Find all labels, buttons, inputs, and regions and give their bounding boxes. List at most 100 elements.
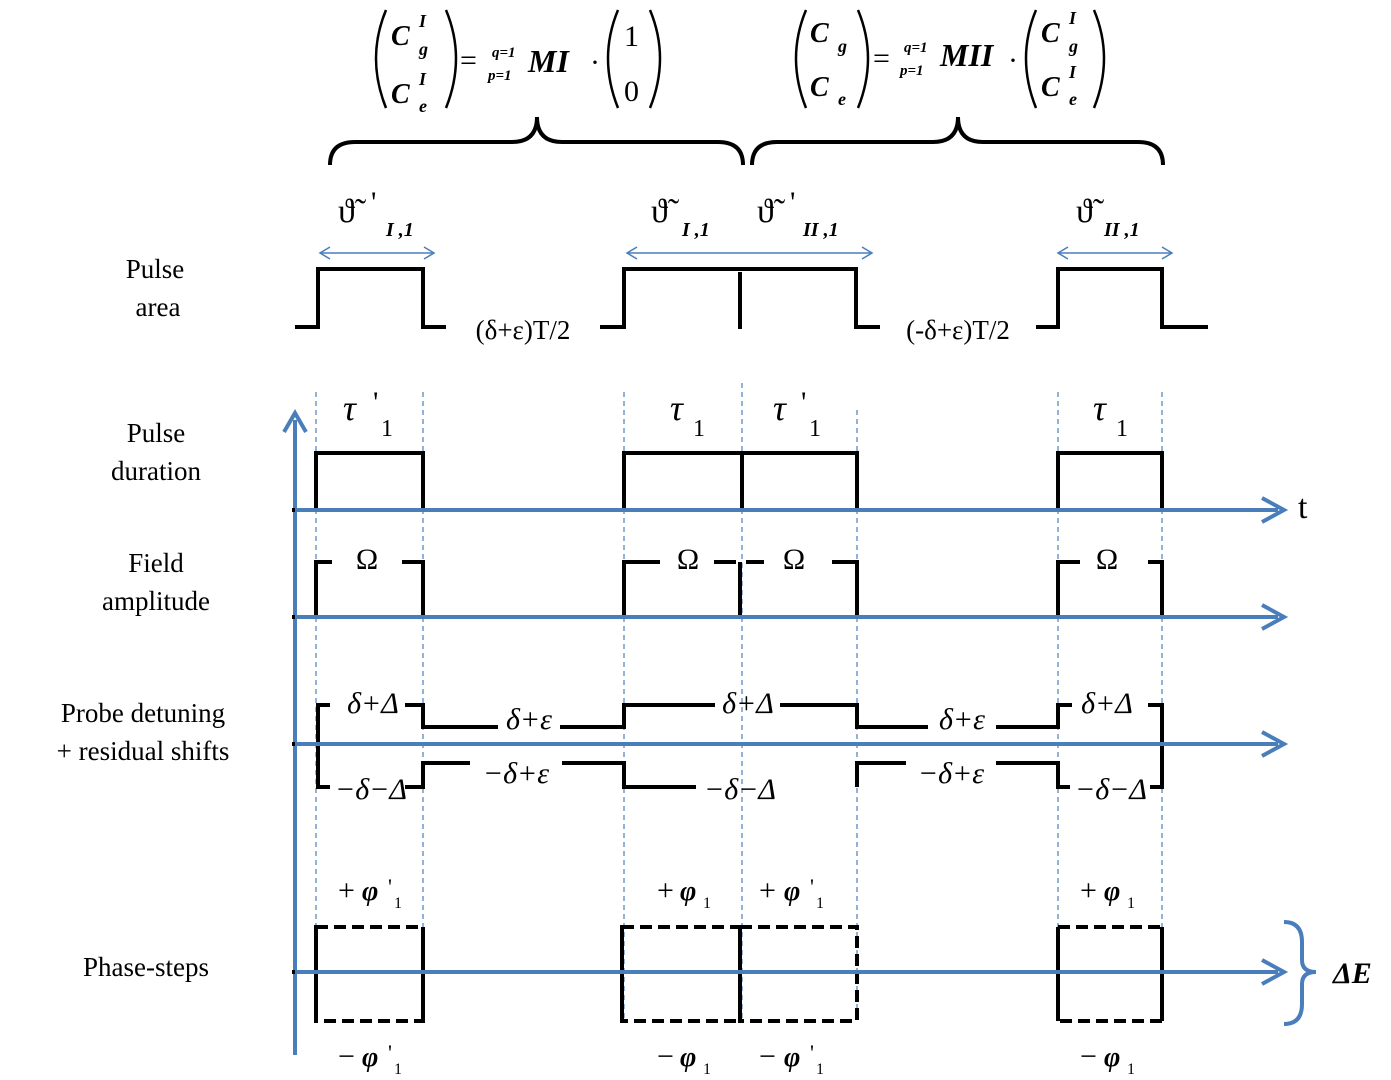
phase-prime-plus-1: ' — [388, 874, 392, 899]
eq-left-lhs-top: C — [391, 21, 410, 52]
label-field-amplitude-line1: Field — [128, 548, 184, 578]
phase-index-minus-3: 1 — [816, 1061, 824, 1078]
gap-left-label: (δ+ε)T/2 — [476, 315, 571, 345]
phase-plus-2: + — [657, 874, 674, 907]
paren-right-close — [856, 9, 870, 109]
area-pulse-3 — [1036, 267, 1208, 329]
eq-right-rhs-bot-sub: e — [1069, 89, 1077, 109]
phase-prime-minus-3: ' — [810, 1040, 814, 1065]
paren-left-open — [374, 9, 388, 109]
tau-prime-1-a-index: 1 — [381, 416, 393, 442]
eq-right-rhs-bot: C — [1041, 72, 1060, 103]
eq-left-prod-top: q=1 — [492, 45, 516, 61]
omega-3: Ω — [783, 543, 805, 576]
phase-steps-row: + φ ' 1 + φ 1 + φ ' 1 + φ 1 − φ ' 1 − φ … — [292, 874, 1372, 1078]
detuning-lower-label-3: −δ−Δ — [1075, 773, 1147, 806]
eq-right-matrix: MII — [939, 37, 995, 73]
amp-pulse-1-left — [292, 560, 332, 619]
phase-phi-plus-1: φ — [362, 876, 378, 907]
detuning-upper-2 — [560, 703, 715, 729]
arrow-theta-II — [1056, 246, 1174, 260]
pulse-area-row: ϑ̃ ' I ,1 ϑ̃ I ,1 ϑ̃ ' II ,1 ϑ̃ II ,1 (δ… — [295, 186, 1208, 345]
phase-index-plus-1: 1 — [394, 895, 402, 912]
theta-II-symbol: ϑ̃ — [1076, 193, 1105, 230]
omega-4: Ω — [1096, 543, 1118, 576]
phase-prime-plus-3: ' — [810, 874, 814, 899]
eq-left-lhs-top-sub: g — [418, 39, 428, 59]
detuning-upper-label-1: δ+Δ — [347, 687, 399, 720]
tau-1-a: τ — [670, 388, 684, 428]
detuning-lower-1 — [405, 761, 470, 789]
eq-left-prod-bot: p=1 — [486, 68, 512, 84]
phase-phi-minus-2: φ — [680, 1042, 696, 1073]
detuning-lower-2 — [562, 761, 696, 789]
eq-right-rhs-top: C — [1041, 18, 1060, 49]
phase-index-plus-2: 1 — [703, 895, 711, 912]
amp-pulse-1-right — [402, 560, 660, 619]
eq-right-prod-top: q=1 — [904, 40, 928, 56]
eq-left-lhs-bot: C — [391, 79, 410, 110]
phase-minus-4: − — [1080, 1040, 1097, 1073]
detuning-axis-arrow — [1261, 730, 1289, 758]
amplitude-axis-arrow — [1261, 603, 1289, 631]
label-pulse-area-line2: area — [136, 292, 181, 322]
equation-left: C I g C I e = q=1 p=1 MI · 1 0 — [374, 9, 662, 116]
row-labels: Pulse area Pulse duration Field amplitud… — [57, 254, 230, 982]
label-probe-detuning-line2: + residual shifts — [57, 736, 230, 766]
detuning-gap-lower-2: −δ+ε — [918, 757, 984, 790]
arrow-theta-I-theta-prime-II — [625, 246, 874, 260]
probe-detuning-row: δ+Δ δ+ε δ+Δ δ+ε δ+Δ −δ−Δ −δ+ε −δ−Δ −δ+ε … — [292, 687, 1289, 806]
detuning-gap-lower-1: −δ+ε — [483, 757, 549, 790]
phase-phi-plus-4: φ — [1104, 876, 1120, 907]
area-pulse-1 — [295, 267, 446, 329]
detuning-upper-3 — [780, 703, 928, 729]
energy-brace — [1283, 920, 1317, 1026]
omega-1: Ω — [356, 543, 378, 576]
field-amplitude-row: Ω Ω Ω Ω — [292, 543, 1289, 631]
phase-plus-1: + — [338, 874, 355, 907]
eq-right-lhs-bot-sub: e — [838, 89, 846, 109]
eq-right-lhs-top: C — [810, 18, 829, 49]
label-probe-detuning-line1: Probe detuning — [61, 698, 225, 728]
tau-prime-1-b: τ — [773, 388, 787, 428]
area-pulse-2 — [600, 267, 880, 329]
theta-II-index: II ,1 — [1103, 219, 1140, 241]
theta-prime-II-index: II ,1 — [802, 219, 839, 241]
phase-index-plus-3: 1 — [816, 895, 824, 912]
tau-prime-1-b-prime: ' — [801, 386, 806, 419]
label-phase-steps: Phase-steps — [83, 952, 209, 982]
detuning-gap-upper-1: δ+ε — [506, 703, 552, 736]
paren-left-vec-open — [606, 9, 620, 109]
phase-index-plus-4: 1 — [1127, 895, 1135, 912]
detuning-lower-4 — [996, 761, 1070, 789]
paren-right-vec-close — [1092, 9, 1106, 109]
brace-right — [750, 116, 1165, 166]
equation-right: C g C e = q=1 p=1 MII · C I g C I e — [794, 8, 1106, 109]
arrow-theta-prime-I — [318, 246, 436, 260]
phase-phi-minus-4: φ — [1104, 1042, 1120, 1073]
paren-right-open — [794, 9, 808, 109]
eq-left-lhs-bot-sup: I — [418, 69, 427, 89]
paren-right-vec-open — [1024, 9, 1038, 109]
phase-minus-1: − — [338, 1040, 355, 1073]
eq-right-lhs-top-sub: g — [837, 36, 847, 56]
amp-pulse-3-right — [832, 560, 1080, 619]
phase-plus-3: + — [759, 874, 776, 907]
omega-2: Ω — [677, 543, 699, 576]
time-axis-label: t — [1298, 489, 1308, 526]
detuning-lower-3 — [855, 761, 906, 787]
phase-index-minus-4: 1 — [1127, 1061, 1135, 1078]
theta-prime-II-symbol: ϑ̃ — [757, 193, 786, 230]
theta-prime-I-prime: ' — [371, 186, 376, 219]
phase-prime-minus-1: ' — [388, 1040, 392, 1065]
tau-prime-1-b-index: 1 — [809, 416, 821, 442]
phase-minus-3: − — [759, 1040, 776, 1073]
paren-left-vec-close — [648, 9, 662, 109]
time-axis-arrow — [1261, 496, 1289, 524]
label-field-amplitude-line2: amplitude — [102, 586, 210, 616]
detuning-lower-label-1: −δ−Δ — [335, 773, 407, 806]
phase-phi-minus-3: φ — [784, 1042, 800, 1073]
eq-left-dot: · — [590, 46, 600, 79]
theta-prime-I-symbol: ϑ̃ — [338, 193, 367, 230]
